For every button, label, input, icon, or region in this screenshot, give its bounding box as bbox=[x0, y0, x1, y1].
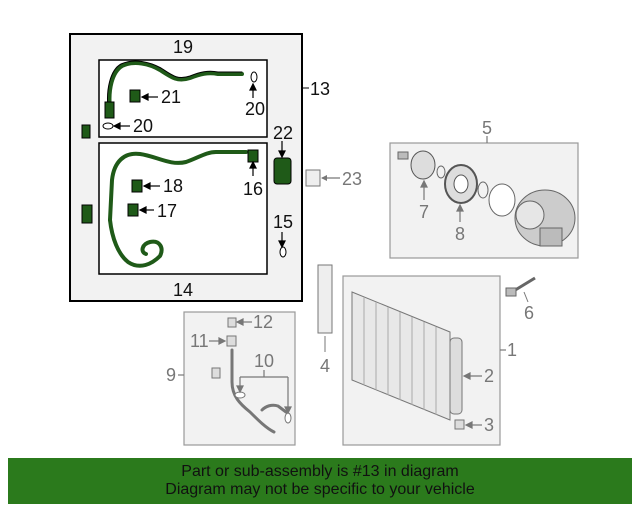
valve-21-icon bbox=[129, 89, 141, 103]
air-guard-4-icon[interactable] bbox=[317, 264, 333, 334]
callout-23: 23 bbox=[342, 169, 362, 189]
o-ring-15-icon bbox=[279, 246, 287, 258]
bolt-6-icon[interactable] bbox=[505, 276, 536, 297]
valve-11-icon bbox=[226, 335, 237, 347]
o-ring-10-right-icon bbox=[284, 412, 292, 424]
callout-20-lower: 20 bbox=[133, 116, 153, 136]
callout-5: 5 bbox=[482, 118, 492, 138]
arrow-23 bbox=[321, 175, 327, 181]
bracket-icon-upper bbox=[81, 124, 91, 139]
snap-ring-icon bbox=[477, 181, 489, 199]
shim-icon bbox=[436, 165, 446, 179]
info-banner: Part or sub-assembly is #13 in diagram D… bbox=[8, 458, 632, 504]
cap-12-icon bbox=[227, 317, 237, 328]
callout-8: 8 bbox=[455, 224, 465, 244]
callout-10: 10 bbox=[254, 351, 274, 371]
o-ring-20-lower-icon bbox=[102, 122, 114, 130]
callout-14: 14 bbox=[173, 280, 193, 300]
callout-3: 3 bbox=[484, 415, 494, 435]
callout-4: 4 bbox=[320, 356, 330, 376]
clutch-plate-7-icon[interactable] bbox=[410, 150, 436, 180]
hose-fitting-icon bbox=[104, 101, 115, 119]
compressor-icon[interactable] bbox=[514, 189, 576, 247]
leader-lines-group-9 bbox=[178, 318, 292, 415]
callout-17: 17 bbox=[157, 201, 177, 221]
cap-3-icon bbox=[454, 419, 465, 430]
hose-end-16-icon bbox=[247, 149, 259, 163]
clip-icon bbox=[211, 367, 221, 379]
liquid-line-icon[interactable] bbox=[230, 348, 288, 434]
callout-1: 1 bbox=[507, 340, 517, 360]
banner-line-1: Part or sub-assembly is #13 in diagram bbox=[181, 463, 459, 480]
callout-12: 12 bbox=[253, 312, 273, 332]
suction-hose-14[interactable] bbox=[108, 150, 248, 268]
callout-20-upper: 20 bbox=[245, 99, 265, 119]
group-14-subbox bbox=[98, 142, 268, 275]
callout-13: 13 bbox=[310, 79, 330, 99]
callout-7: 7 bbox=[419, 202, 429, 222]
bracket-23-icon[interactable] bbox=[305, 169, 321, 187]
callout-11: 11 bbox=[190, 331, 209, 351]
callout-18: 18 bbox=[163, 176, 183, 196]
callout-9: 9 bbox=[166, 365, 176, 385]
callout-19: 19 bbox=[173, 37, 193, 57]
leader-lines-group-1 bbox=[462, 349, 506, 429]
callout-6: 6 bbox=[524, 303, 534, 323]
discharge-hose-19[interactable] bbox=[107, 61, 244, 110]
callout-21: 21 bbox=[161, 87, 181, 107]
pulley-8-hub-icon bbox=[453, 174, 469, 194]
condenser-icon[interactable] bbox=[351, 291, 463, 421]
callout-2: 2 bbox=[484, 366, 494, 386]
leader-lines-group-13 bbox=[112, 82, 286, 249]
gasket-icon bbox=[488, 183, 516, 217]
callout-22: 22 bbox=[273, 123, 293, 143]
leader-6 bbox=[523, 291, 529, 303]
valve-17-icon bbox=[127, 203, 139, 217]
valve-18-icon bbox=[131, 179, 143, 193]
bracket-icon-lower bbox=[81, 204, 93, 224]
callout-15: 15 bbox=[273, 212, 293, 232]
leader-lines-group-5 bbox=[420, 136, 488, 222]
filter-22-icon[interactable] bbox=[273, 157, 292, 185]
bolt-icon bbox=[397, 151, 409, 160]
banner-line-2: Diagram may not be specific to your vehi… bbox=[165, 481, 475, 498]
o-ring-20-upper-icon bbox=[250, 71, 258, 83]
callout-16: 16 bbox=[243, 179, 263, 199]
discharge-hose-19-outline bbox=[107, 60, 243, 109]
